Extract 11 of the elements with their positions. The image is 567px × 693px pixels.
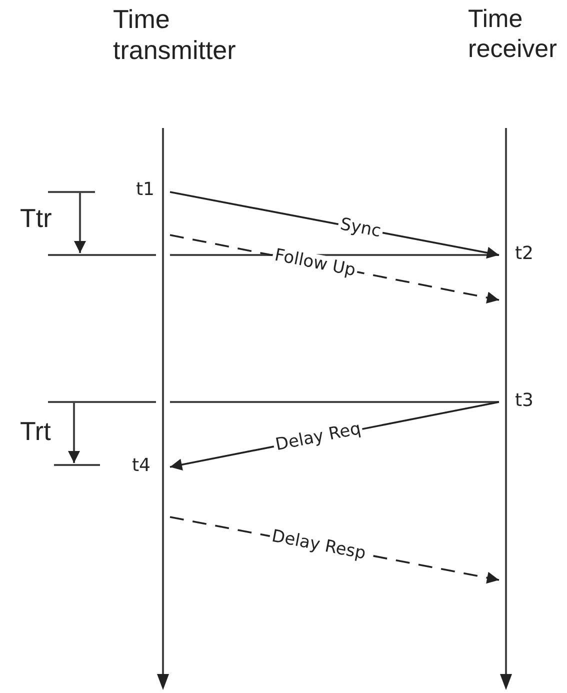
timestamp-label: t3 [515, 390, 534, 412]
timestamp-label: t1 [136, 179, 155, 201]
lifeline-arrow [499, 128, 513, 690]
interval-label: Trt [20, 416, 51, 448]
edge-label: Follow Up [270, 246, 359, 281]
timestamp-label: t4 [132, 455, 151, 477]
lifeline-heading: Time transmitter [113, 4, 237, 66]
lifeline-heading: Time receiver [468, 4, 558, 64]
lifeline-arrow [156, 128, 170, 690]
timestamp-label: t2 [515, 243, 534, 265]
interval-label: Ttr [20, 203, 52, 234]
